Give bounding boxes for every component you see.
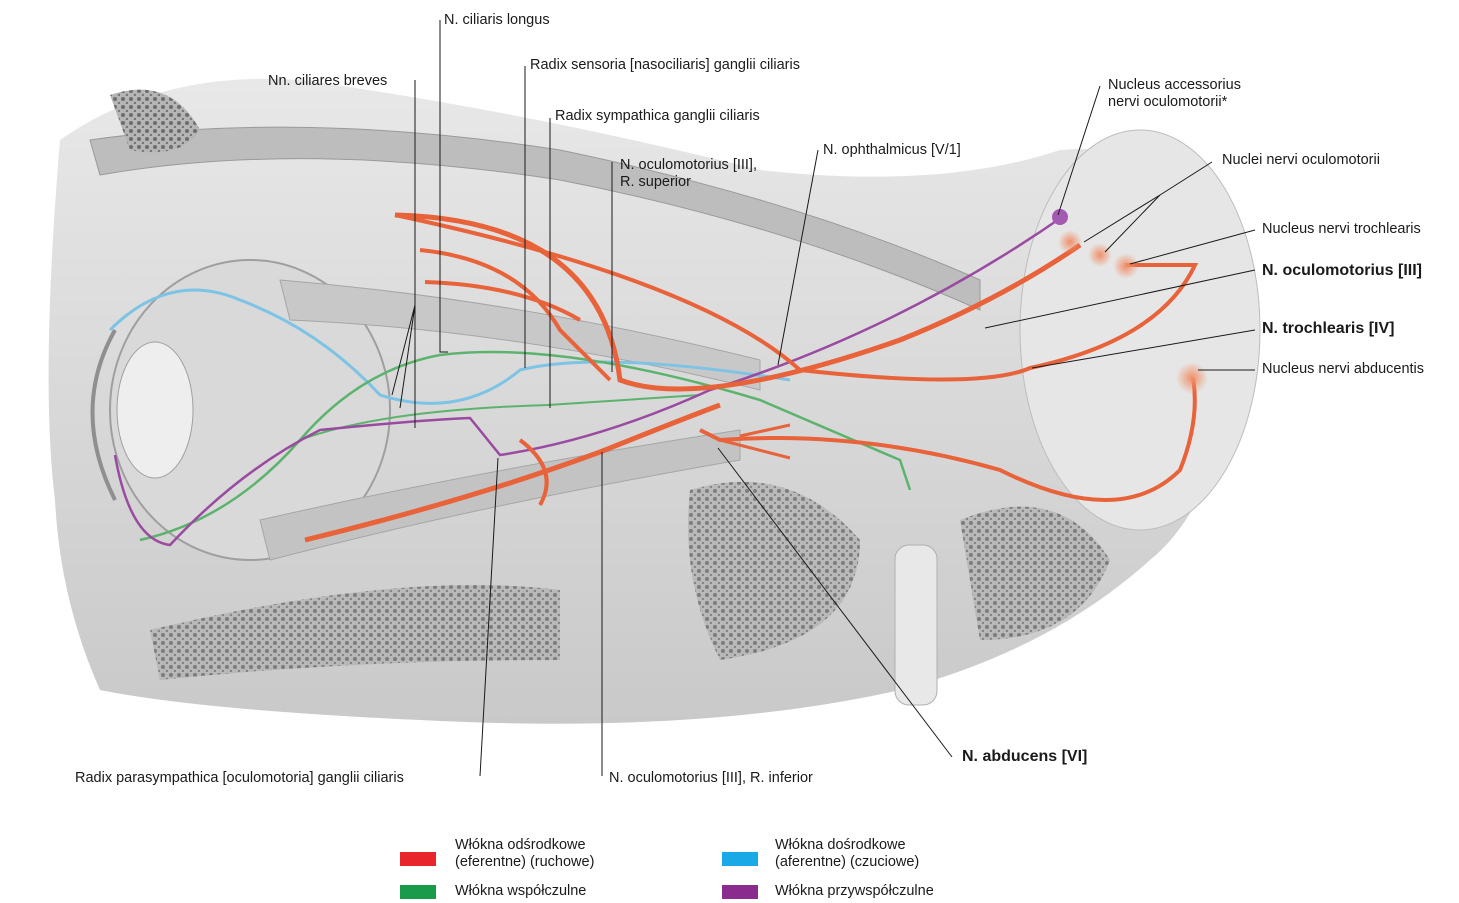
legend-parasympathetic: Włókna przywspółczulne bbox=[775, 883, 934, 900]
pituitary-stalk bbox=[895, 545, 937, 705]
legend-afferent-line1: Włókna dośrodkowe bbox=[775, 837, 906, 854]
label-nucleus-accessorius-2: nervi oculomotorii* bbox=[1108, 94, 1227, 111]
nucleus-accessorius-dot bbox=[1052, 209, 1068, 225]
label-ophthalmicus: N. ophthalmicus [V/1] bbox=[823, 142, 961, 159]
nucleus-abducens-glow bbox=[1176, 362, 1208, 394]
legend-efferent-line2: (eferentne) (ruchowe) bbox=[455, 854, 594, 871]
legend-swatch-sympathetic bbox=[400, 885, 436, 899]
label-nucleus-trochlearis: Nucleus nervi trochlearis bbox=[1262, 221, 1421, 238]
label-n-oculomotorius: N. oculomotorius [III] bbox=[1262, 262, 1422, 279]
label-n-trochlearis: N. trochlearis [IV] bbox=[1262, 320, 1394, 337]
label-oculomotorius-inf: N. oculomotorius [III], R. inferior bbox=[609, 770, 813, 787]
label-ciliares-breves: Nn. ciliares breves bbox=[268, 73, 387, 90]
legend-swatch-parasympathetic bbox=[722, 885, 758, 899]
brainstem bbox=[1020, 130, 1260, 530]
label-nuclei-oculomotorii: Nuclei nervi oculomotorii bbox=[1222, 152, 1380, 169]
label-radix-sympathica: Radix sympathica ganglii ciliaris bbox=[555, 108, 760, 125]
label-ciliaris-longus: N. ciliaris longus bbox=[444, 12, 550, 29]
legend-afferent-line2: (aferentne) (czuciowe) bbox=[775, 854, 919, 871]
nucleus-oculomotor-glow-1 bbox=[1058, 230, 1082, 254]
label-radix-parasympathica: Radix parasympathica [oculomotoria] gang… bbox=[75, 770, 404, 787]
label-radix-sensoria: Radix sensoria [nasociliaris] ganglii ci… bbox=[530, 57, 800, 74]
nucleus-trochlear-glow bbox=[1113, 253, 1139, 279]
legend-swatch-efferent bbox=[400, 852, 436, 866]
legend-efferent-line1: Włókna odśrodkowe bbox=[455, 837, 586, 854]
label-oculomotorius-sup-1: N. oculomotorius [III], bbox=[620, 157, 757, 174]
eye-lens bbox=[117, 342, 193, 478]
label-nucleus-accessorius-1: Nucleus accessorius bbox=[1108, 77, 1241, 94]
label-nucleus-abducentis: Nucleus nervi abducentis bbox=[1262, 361, 1424, 378]
legend-swatch-afferent bbox=[722, 852, 758, 866]
legend-sympathetic: Włókna współczulne bbox=[455, 883, 586, 900]
label-oculomotorius-sup-2: R. superior bbox=[620, 174, 691, 191]
nucleus-oculomotor-glow-2 bbox=[1088, 243, 1112, 267]
label-n-abducens: N. abducens [VI] bbox=[962, 748, 1087, 765]
